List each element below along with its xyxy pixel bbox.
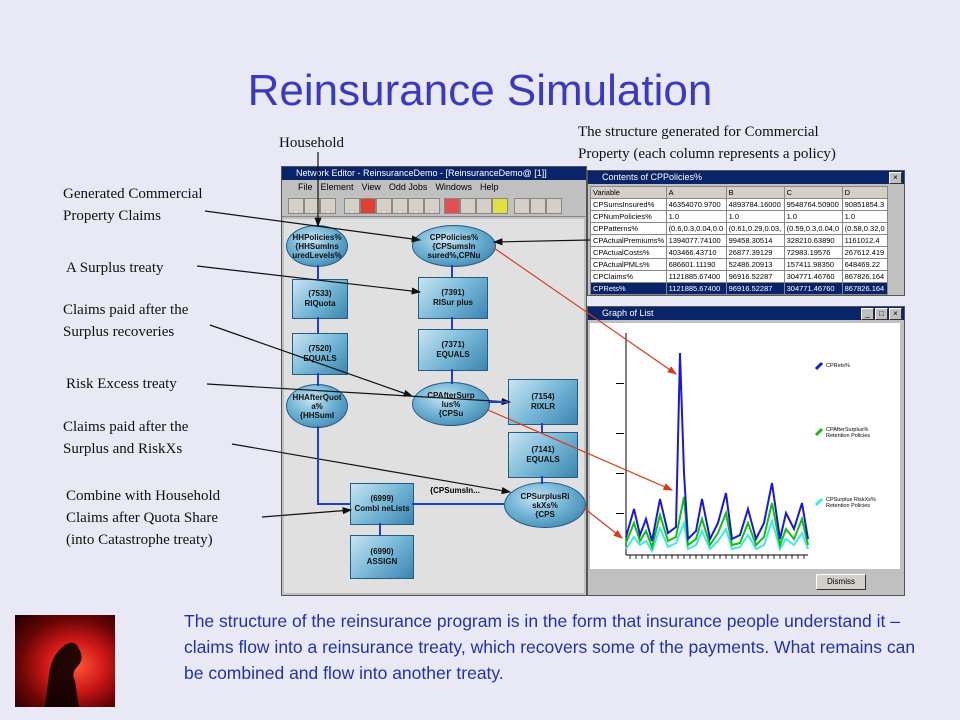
surplus-treaty-label: A Surplus treaty	[66, 260, 164, 276]
description-paragraph: The structure of the reinsurance program…	[184, 611, 916, 683]
node-risurplus[interactable]: (7391)RISur plus	[418, 277, 488, 319]
series-green	[625, 496, 809, 551]
toolbar-zoom-icon[interactable]	[492, 198, 508, 214]
claims-after-surplus-riskxs-label: Claims paid after the Surplus and RiskXs	[63, 419, 189, 457]
household-label: Household	[279, 135, 344, 151]
series-cyan	[625, 517, 809, 554]
commercial-structure-label: The structure generated for Commercial P…	[578, 124, 836, 162]
toolbar-run-icon[interactable]	[392, 198, 408, 214]
claims-after-surplus-label: Claims paid after the Surplus recoveries	[63, 302, 189, 340]
menu-view[interactable]: View	[361, 182, 381, 192]
graph-titlebar: Graph of List _□×	[588, 307, 904, 320]
menu-help[interactable]: Help	[479, 182, 499, 192]
network-editor-menubar: File Element View Odd Jobs Windows Help	[282, 180, 586, 194]
toolbar-undo-icon[interactable]	[304, 198, 320, 214]
flow-label: {CPSumsIn...	[430, 486, 480, 495]
menu-odd-jobs[interactable]: Odd Jobs	[388, 182, 428, 192]
legend-item-cprets: CPRets%	[826, 363, 850, 369]
minimize-icon[interactable]: _	[861, 308, 874, 320]
toolbar-target-icon[interactable]	[444, 198, 460, 214]
graph-area: CPRets% CPAfterSurplus% Retention Polici…	[590, 323, 900, 569]
legend-item-cpsurplusriskxs: CPSurplus RiskXs% Retention Policies	[826, 497, 876, 509]
toolbar-copy-icon[interactable]	[344, 198, 360, 214]
horsehead-nebula-image	[15, 615, 115, 707]
contents-titlebar: Contents of CPPolicies% ×	[588, 171, 904, 184]
node-riquota[interactable]: (7533)RIQuota	[292, 279, 348, 319]
toolbar-window-icon[interactable]	[514, 198, 530, 214]
node-assign[interactable]: (6990)ASSIGN	[350, 535, 414, 579]
toolbar-cascade-icon[interactable]	[546, 198, 562, 214]
node-equals-7141[interactable]: (7141)EQUALS	[508, 432, 578, 478]
close-icon[interactable]: ×	[889, 172, 902, 184]
combine-label: Combine with Household Claims after Quot…	[66, 488, 221, 548]
toolbar-step-icon[interactable]	[408, 198, 424, 214]
dismiss-button[interactable]: Dismiss	[816, 574, 866, 590]
toolbar-print-icon[interactable]	[288, 198, 304, 214]
table-row: CPPatterns%(0.6,0.3,0.04,0.0(0.61,0.29,0…	[590, 222, 889, 235]
legend	[814, 361, 824, 507]
graph-svg	[616, 333, 824, 559]
close-icon[interactable]: ×	[889, 308, 902, 320]
toolbar-graph-icon[interactable]	[476, 198, 492, 214]
risk-excess-label: Risk Excess treaty	[66, 376, 177, 392]
generated-claims-label: Generated Commercial Property Claims	[63, 186, 203, 224]
nebula-silhouette	[45, 642, 82, 707]
menu-element[interactable]: Element	[320, 182, 354, 192]
toolbar-cut-icon[interactable]	[320, 198, 336, 214]
toolbar-check-icon[interactable]	[360, 198, 376, 214]
legend-item-cpaftersurplus: CPAfterSurplus% Retention Policies	[826, 427, 871, 439]
x-ticks	[629, 555, 805, 559]
toolbar-data-icon[interactable]	[424, 198, 440, 214]
toolbar-edit-icon[interactable]	[376, 198, 392, 214]
toolbar	[282, 194, 586, 217]
menu-file[interactable]: File	[298, 182, 313, 192]
maximize-icon[interactable]: □	[875, 308, 888, 320]
network-editor-titlebar: Network Editor - ReinsuranceDemo - [Rein…	[282, 167, 586, 180]
menu-windows[interactable]: Windows	[435, 182, 472, 192]
series-blue	[625, 352, 809, 543]
toolbar-tile-icon[interactable]	[530, 198, 546, 214]
graph-window: Graph of List _□× CPRets%	[587, 306, 905, 596]
toolbar-chart-icon[interactable]	[460, 198, 476, 214]
node-equals-7371[interactable]: (7371)EQUALS	[418, 329, 488, 371]
slide-title: Reinsurance Simulation	[247, 66, 713, 115]
